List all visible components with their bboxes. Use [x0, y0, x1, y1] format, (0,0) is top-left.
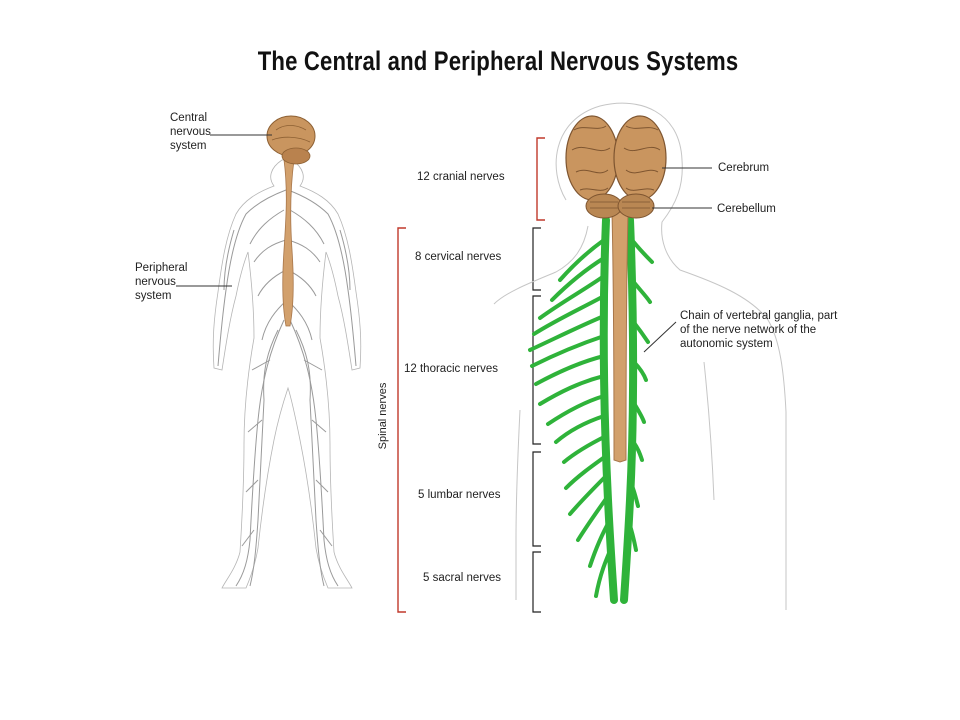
left-spinal-cord: [283, 160, 294, 326]
spinal-nerves-label: Spinal nerves: [377, 376, 389, 456]
ganglia-label: Chain of vertebral ganglia, part of the …: [680, 309, 837, 351]
ganglia-leader-line: [644, 322, 676, 352]
left-body-figure: [213, 116, 361, 588]
segment-brackets: [533, 228, 541, 612]
spinal-nerves-bracket: [398, 228, 406, 612]
cerebellum-label: Cerebellum: [717, 202, 776, 216]
cns-label: Central nervous system: [170, 111, 211, 153]
thoracic-nerves-label: 12 thoracic nerves: [404, 362, 498, 376]
cervical-nerves-label: 8 cervical nerves: [415, 250, 501, 264]
left-brain: [267, 116, 315, 164]
right-torso-outline-left: [516, 410, 520, 600]
pns-label: Peripheral nervous system: [135, 261, 187, 303]
right-cerebrum: [566, 116, 666, 200]
right-torso-outline-right: [704, 362, 714, 500]
lumbar-nerves-label: 5 lumbar nerves: [418, 488, 500, 502]
right-back-figure: [494, 103, 786, 610]
cerebrum-label: Cerebrum: [718, 161, 769, 175]
right-spinal-cord: [612, 212, 628, 462]
sacral-nerves-label: 5 sacral nerves: [423, 571, 501, 585]
right-green-nerves: [530, 220, 652, 600]
cranial-nerves-label: 12 cranial nerves: [417, 170, 505, 184]
cranial-bracket: [537, 138, 545, 220]
